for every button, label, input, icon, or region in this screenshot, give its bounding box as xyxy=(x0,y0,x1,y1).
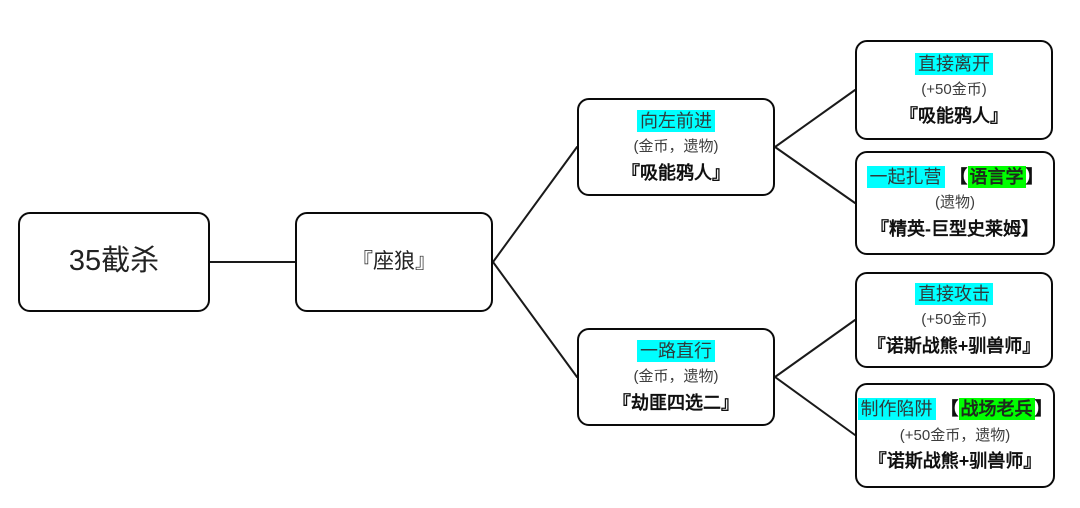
trap-perk-bracket-open: 【 xyxy=(940,399,959,420)
left-path-action: 向左前进 xyxy=(637,109,715,132)
attack-result: 『诺斯战熊+驯兽师』 xyxy=(867,335,1041,356)
straight-path-action: 一路直行 xyxy=(637,339,715,362)
camp-perk-bracket-close: 】 xyxy=(1025,166,1044,187)
node-trap: 制作陷阱【战场老兵】 (+50金币，遗物) 『诺斯战熊+驯兽师』 xyxy=(855,383,1055,488)
straight-path-result: 『劫匪四选二』 xyxy=(613,392,739,413)
node-encounter: 『座狼』 xyxy=(295,212,493,312)
trap-perk-highlight: 战场老兵 xyxy=(958,398,1035,421)
edge-encounter-leftpath xyxy=(492,146,578,263)
edge-straightpath-trap xyxy=(774,376,856,436)
leave-reward: (+50金币) xyxy=(921,81,987,99)
camp-perk-bracket-open: 【 xyxy=(949,166,968,187)
camp-action: 一起扎营【语言学】 xyxy=(866,165,1044,188)
node-leave: 直接离开 (+50金币) 『吸能鸦人』 xyxy=(855,40,1053,140)
leave-action: 直接离开 xyxy=(915,52,993,75)
edge-leftpath-camp xyxy=(774,146,856,204)
straight-path-action-highlight: 一路直行 xyxy=(637,339,715,362)
edge-straightpath-attack xyxy=(774,319,856,378)
node-attack: 直接攻击 (+50金币) 『诺斯战熊+驯兽师』 xyxy=(855,272,1053,368)
node-start-title: 35截杀 xyxy=(68,245,160,278)
straight-path-reward: (金币，遗物) xyxy=(633,368,719,386)
attack-action: 直接攻击 xyxy=(915,282,993,305)
trap-action: 制作陷阱【战场老兵】 xyxy=(857,398,1053,421)
node-camp: 一起扎营【语言学】 (遗物) 『精英-巨型史莱姆】 xyxy=(855,151,1055,255)
trap-result: 『诺斯战熊+驯兽师』 xyxy=(868,451,1042,472)
trap-reward: (+50金币，遗物) xyxy=(899,426,1011,444)
camp-reward: (遗物) xyxy=(935,194,975,212)
camp-perk-highlight: 语言学 xyxy=(967,165,1026,188)
node-left-path: 向左前进 (金币，遗物) 『吸能鸦人』 xyxy=(577,98,775,196)
attack-action-highlight: 直接攻击 xyxy=(915,282,993,305)
edge-encounter-straightpath xyxy=(492,261,578,378)
leave-action-highlight: 直接离开 xyxy=(915,52,993,75)
node-straight-path: 一路直行 (金币，遗物) 『劫匪四选二』 xyxy=(577,328,775,426)
trap-perk-bracket-close: 】 xyxy=(1034,399,1053,420)
attack-reward: (+50金币) xyxy=(921,311,987,329)
left-path-action-highlight: 向左前进 xyxy=(637,109,715,132)
node-start: 35截杀 xyxy=(18,212,210,312)
left-path-reward: (金币，遗物) xyxy=(633,138,719,156)
camp-result: 『精英-巨型史莱姆】 xyxy=(871,218,1039,239)
left-path-result: 『吸能鸦人』 xyxy=(622,162,730,183)
leave-result: 『吸能鸦人』 xyxy=(900,105,1008,126)
camp-action-highlight: 一起扎营 xyxy=(866,165,945,188)
trap-action-highlight: 制作陷阱 xyxy=(857,398,936,421)
node-encounter-title: 『座狼』 xyxy=(352,249,436,273)
edge-leftpath-leave xyxy=(774,89,856,148)
